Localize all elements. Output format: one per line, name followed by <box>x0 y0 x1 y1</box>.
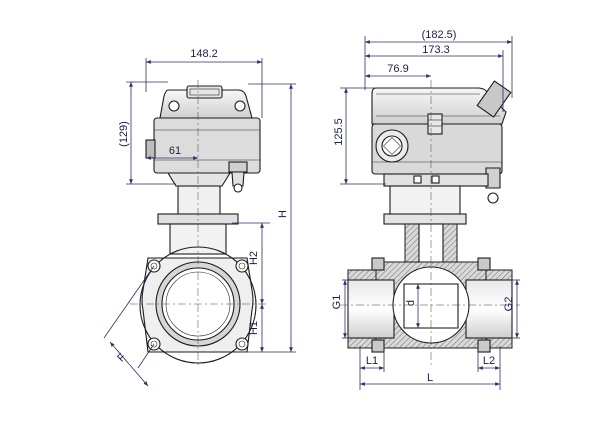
dim-173-3: 173.3 <box>365 44 504 112</box>
dim-d: d <box>405 284 420 328</box>
dim-label-129: (129) <box>118 121 130 147</box>
left-view: 148.2 (129) 61 H H2 <box>103 48 296 387</box>
dim-H: H <box>236 83 296 353</box>
dim-label-148-2: 148.2 <box>190 48 218 60</box>
dim-label-G1: G1 <box>331 295 343 310</box>
dim-label-125-5: 125.5 <box>333 118 345 146</box>
dim-label-G2: G2 <box>503 297 515 312</box>
dim-L: L <box>360 372 500 386</box>
dim-label-L2: L2 <box>483 355 495 367</box>
dim-label-d: d <box>405 300 417 306</box>
dim-label-H1: H1 <box>248 321 260 335</box>
dim-182-5: (182.5) <box>364 29 513 98</box>
dim-label-H: H <box>277 210 289 218</box>
dim-H1: H1 <box>248 304 264 352</box>
dim-G1: G1 <box>331 279 350 339</box>
left-actuator <box>145 85 261 193</box>
dim-label-H2: H2 <box>248 251 260 265</box>
dim-L2: L2 <box>477 346 501 390</box>
right-actuator <box>371 80 512 204</box>
dim-61: 61 <box>146 145 198 160</box>
dim-label-76-9: 76.9 <box>387 63 408 75</box>
dim-148-2: 148.2 <box>145 48 263 118</box>
right-view: (182.5) 173.3 76.9 125.5 G1 <box>331 29 520 390</box>
dim-76-9: 76.9 <box>365 63 431 78</box>
dim-label-61: 61 <box>169 145 181 157</box>
dim-H2: H2 <box>232 222 270 304</box>
dim-129: (129) <box>118 81 176 185</box>
dim-label-L1: L1 <box>366 355 378 367</box>
dim-125-5: 125.5 <box>333 87 386 185</box>
dim-label-173-3: 173.3 <box>422 44 450 56</box>
right-bracket <box>383 185 467 265</box>
dim-L1: L1 <box>359 346 385 390</box>
dim-label-F: F <box>115 351 128 364</box>
dim-G2: G2 <box>503 279 520 339</box>
dim-label-L: L <box>427 372 433 384</box>
dim-label-182-5: (182.5) <box>422 29 457 41</box>
